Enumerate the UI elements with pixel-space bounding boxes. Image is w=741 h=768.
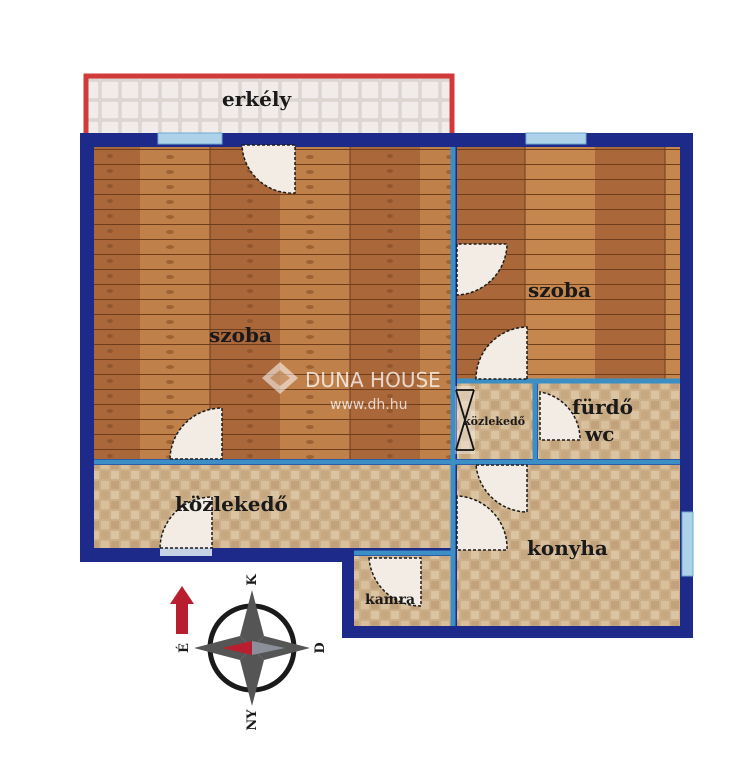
label-bathroom-1: fürdő xyxy=(572,395,633,419)
label-hallway: közlekedő xyxy=(175,492,288,516)
compass-icon: K D NY É xyxy=(176,574,328,731)
door-bathroom xyxy=(539,391,581,441)
floor-hallway xyxy=(94,465,451,548)
compass-north: K xyxy=(245,574,260,586)
balcony xyxy=(83,73,455,134)
compass-west: É xyxy=(176,643,192,653)
label-large-room: szoba xyxy=(209,323,272,347)
compass-south: NY xyxy=(245,709,260,731)
floor-small-hallway xyxy=(457,383,533,459)
door-small-room-bottom xyxy=(475,326,528,380)
door-small-room-top xyxy=(456,243,508,296)
compass-east: D xyxy=(313,642,328,653)
floors xyxy=(94,147,680,626)
sliding-door-marker xyxy=(455,386,475,454)
label-balcony: erkély xyxy=(222,87,292,111)
label-bathroom-2: wc xyxy=(584,422,614,446)
windows xyxy=(157,132,694,577)
door-hallway xyxy=(159,496,213,549)
north-arrow-icon xyxy=(170,586,194,634)
door-swings xyxy=(159,144,581,607)
door-kitchen xyxy=(456,495,508,551)
watermark-url: www.dh.hu xyxy=(330,397,407,413)
label-small-hallway: közlekedő xyxy=(463,415,525,428)
door-large-room xyxy=(169,407,223,460)
label-pantry: kamra xyxy=(365,592,415,608)
floor-large-room xyxy=(94,147,451,459)
door-balcony xyxy=(241,144,296,194)
label-kitchen: konyha xyxy=(527,536,608,560)
room-labels: erkély szoba szoba közlekedő fürdő wc kö… xyxy=(175,87,633,608)
door-pantry xyxy=(368,557,422,607)
partitions xyxy=(94,147,680,626)
door-kitchen-top xyxy=(475,464,528,513)
watermark: DUNA HOUSE www.dh.hu xyxy=(262,362,441,413)
label-small-room: szoba xyxy=(528,278,591,302)
watermark-brand: DUNA HOUSE xyxy=(305,368,441,392)
